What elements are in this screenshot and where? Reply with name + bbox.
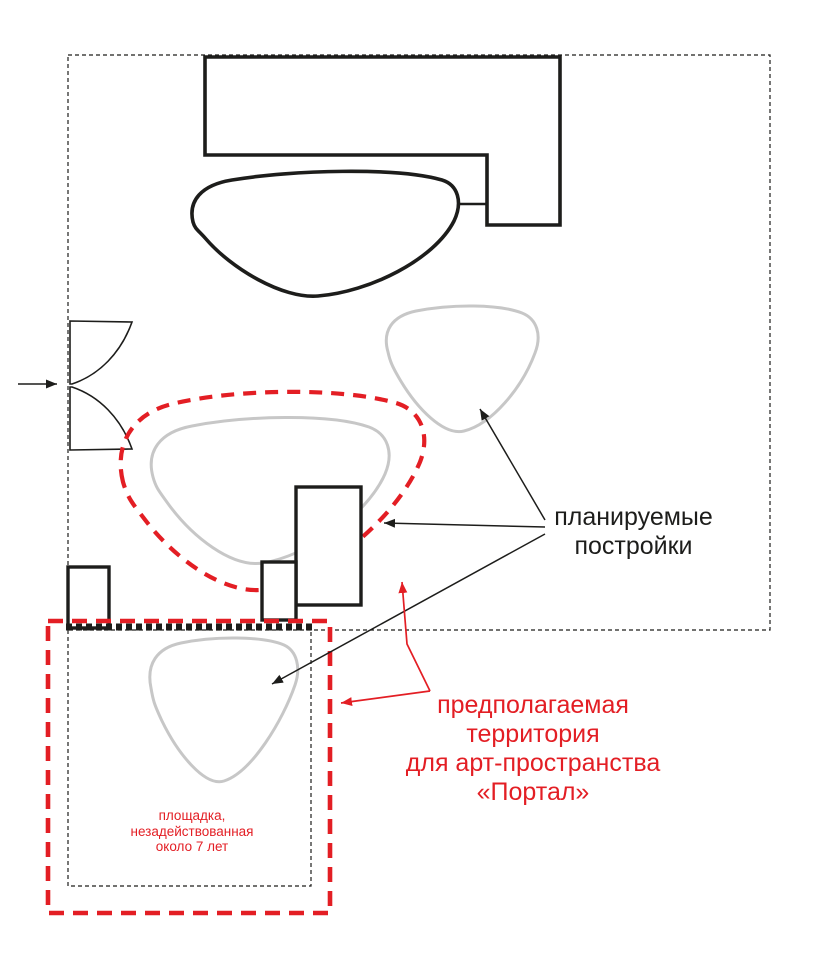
existing-structure-small [260, 560, 298, 622]
label-planned-buildings: планируемые постройки [554, 503, 713, 560]
entrance-marker-bottom-petal [69, 386, 134, 451]
pavilion-gray-bottom [148, 636, 300, 784]
pavilion-gray-top-right [384, 304, 540, 434]
bottom-site-boundary-dashed [67, 630, 312, 887]
label-proposed-territory: предполагаемая территория для арт-простр… [405, 691, 661, 806]
pavilion-black-outline [190, 169, 461, 298]
label-unused-site: площадка, незадействованная около 7 лет [130, 808, 254, 854]
pointer-arrow-planned-top [479, 408, 546, 521]
pointer-arrow-territory-rect [340, 690, 431, 706]
site-boundary-dashed [67, 54, 771, 631]
pointer-arrow-territory-blob [398, 581, 431, 692]
proposed-area-outline-red [118, 389, 427, 593]
existing-building-outline [203, 55, 562, 227]
pointer-arrow-planned-middle [383, 518, 546, 528]
pointer-arrow-planned-bottom [271, 533, 546, 685]
existing-structure-left [66, 565, 111, 630]
existing-structure-tall [294, 485, 363, 607]
entrance-marker-top-petal [69, 320, 134, 385]
